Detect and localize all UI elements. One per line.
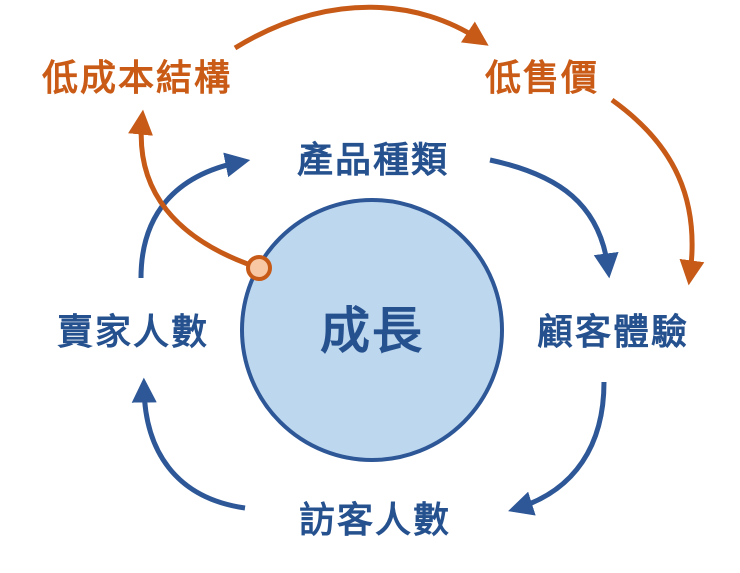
node-customer-experience: 顧客體驗	[537, 311, 689, 353]
center-label: 成長	[320, 302, 424, 360]
growth-circle	[240, 198, 504, 462]
node-product-variety: 產品種類	[297, 140, 449, 181]
node-visitor-count: 訪客人數	[299, 500, 451, 541]
arrow-price-to-experience	[610, 97, 705, 286]
arrow-left-to-top	[138, 152, 251, 279]
arrow-top-to-right	[489, 157, 619, 279]
node-seller-count: 賣家人數	[57, 312, 209, 353]
arrow-growth-to-cost	[128, 109, 260, 271]
arrow-right-to-bottom	[508, 381, 607, 516]
arrow-bottom-to-left	[131, 377, 246, 511]
node-low-cost-structure: 低成本結構	[42, 58, 232, 99]
node-low-price: 低售價	[485, 58, 599, 99]
connection-dot	[246, 255, 272, 281]
arrow-cost-to-price	[233, 4, 489, 51]
